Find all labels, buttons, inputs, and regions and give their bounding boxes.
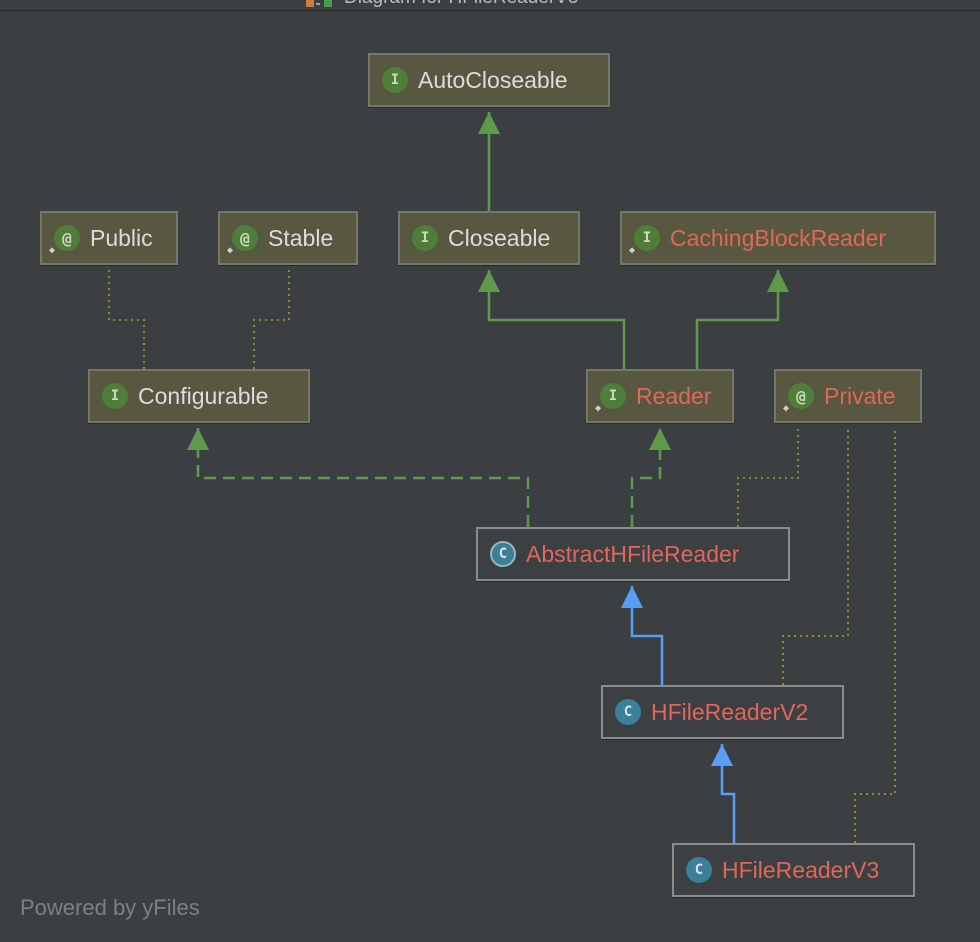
arrowhead (711, 744, 733, 766)
edge-hfilereaderv3-private (854, 428, 896, 843)
node-private[interactable]: @ ◆ Private (774, 369, 922, 423)
annotation-glyph: @ (62, 228, 72, 248)
edge-reader-closeable (487, 270, 626, 369)
annotation-edges (108, 270, 896, 843)
annotation-icon: @ ◆ (783, 383, 814, 414)
interface-glyph: I (642, 230, 652, 246)
edge-hfilereaderv3-hfilereaderv2 (720, 744, 736, 843)
arrowhead (767, 270, 789, 292)
edge-hfilereaderv2-abstracthfilereader (630, 586, 664, 685)
lock-icon: ◆ (783, 403, 790, 414)
node-label: Reader (636, 382, 712, 409)
node-abstracthfilereader[interactable]: C AbstractHFileReader (476, 527, 790, 581)
node-hfilereaderv3[interactable]: C HFileReaderV3 (672, 843, 915, 897)
node-cachingblockreader[interactable]: I ◆ CachingBlockReader (620, 211, 936, 265)
interface-icon: I (382, 67, 408, 93)
edge-hfilereaderv2-private (782, 428, 849, 685)
node-public[interactable]: @ ◆ Public (40, 211, 178, 265)
annotation-icon: @ ◆ (227, 225, 258, 256)
node-closeable[interactable]: I Closeable (398, 211, 580, 265)
node-label: HFileReaderV3 (722, 856, 880, 883)
class-icon: C (615, 699, 641, 725)
interface-icon: I (102, 383, 128, 409)
arrowhead (478, 270, 500, 292)
annotation-glyph: @ (240, 228, 250, 248)
node-label: AbstractHFileReader (526, 540, 740, 567)
lock-icon: ◆ (629, 245, 636, 256)
interface-icon: I ◆ (595, 383, 626, 414)
window-titlebar: Diagram for HFileReaderV3 (0, 0, 980, 11)
node-reader[interactable]: I ◆ Reader (586, 369, 734, 423)
arrowhead (649, 428, 671, 450)
edge-abstracthfilereader-configurable (196, 428, 530, 527)
edge-abstracthfilereader-private (737, 428, 799, 527)
lock-icon: ◆ (49, 245, 56, 256)
node-label: CachingBlockReader (670, 224, 887, 251)
annotation-glyph: @ (796, 386, 806, 406)
class-icon: C (686, 857, 712, 883)
edge-reader-cachingblockreader (695, 270, 780, 369)
node-label: Public (90, 224, 153, 251)
node-label: AutoCloseable (418, 66, 568, 93)
arrowhead (187, 428, 209, 450)
node-label: HFileReaderV2 (651, 698, 809, 725)
lock-icon: ◆ (227, 245, 234, 256)
interface-icon: I ◆ (629, 225, 660, 256)
node-hfilereaderv2[interactable]: C HFileReaderV2 (601, 685, 844, 739)
node-label: Closeable (448, 224, 551, 251)
node-autocloseable[interactable]: I AutoCloseable (368, 53, 610, 107)
edge-abstracthfilereader-reader (630, 428, 662, 527)
interface-glyph: I (608, 388, 618, 404)
diagram-icon (306, 0, 332, 7)
powered-by-label: Powered by yFiles (20, 895, 200, 920)
abstract-class-icon: C (490, 541, 516, 567)
node-configurable[interactable]: I Configurable (88, 369, 310, 423)
arrowhead (478, 112, 500, 134)
lock-icon: ◆ (595, 403, 602, 414)
node-label: Stable (268, 224, 334, 251)
interface-icon: I (412, 225, 438, 251)
node-label: Configurable (138, 382, 269, 409)
node-label: Private (824, 382, 896, 409)
arrowhead (621, 586, 643, 608)
edge-configurable-public (108, 270, 145, 369)
node-stable[interactable]: @ ◆ Stable (218, 211, 358, 265)
edge-configurable-stable (253, 270, 290, 369)
annotation-icon: @ ◆ (49, 225, 80, 256)
window-title: Diagram for HFileReaderV3 (344, 0, 578, 9)
